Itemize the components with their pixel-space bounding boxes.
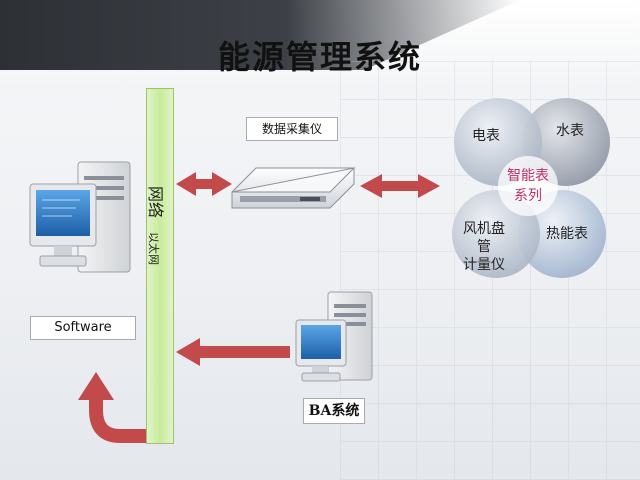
network-main-label: 网络 xyxy=(146,186,165,219)
fan-coil-meter-label: 风机盘管 计量仪 xyxy=(462,220,506,274)
meter-cluster xyxy=(452,98,610,278)
ba-network-arrow xyxy=(176,338,290,366)
network-label: 网络以太网 xyxy=(146,186,169,265)
network-bar xyxy=(146,88,174,444)
water-meter-label: 水表 xyxy=(556,123,584,139)
data-collector-icon xyxy=(231,167,356,209)
heat-meter-label: 热能表 xyxy=(546,226,588,242)
collector-meters-arrow xyxy=(360,174,440,198)
fan-coil-line2: 计量仪 xyxy=(463,257,505,273)
smart-line1: 智能表 xyxy=(507,168,549,184)
smart-line2: 系列 xyxy=(514,188,542,204)
ba-computer-icon xyxy=(295,291,373,382)
ba-system-label: BA系统 xyxy=(303,398,365,424)
data-collector-label: 数据采集仪 xyxy=(246,117,338,141)
fan-coil-line1: 风机盘管 xyxy=(463,221,505,255)
return-arrow xyxy=(78,372,146,443)
smart-meter-center xyxy=(498,156,558,216)
electric-meter-label: 电表 xyxy=(472,128,500,144)
software-computer-icon xyxy=(29,161,131,273)
software-label: Software xyxy=(30,316,136,340)
network-sub-label: 以太网 xyxy=(147,232,160,266)
page-title: 能源管理系统 xyxy=(217,38,422,76)
collector-network-arrow xyxy=(176,172,232,196)
smart-meter-label: 智能表 系列 xyxy=(505,166,551,206)
